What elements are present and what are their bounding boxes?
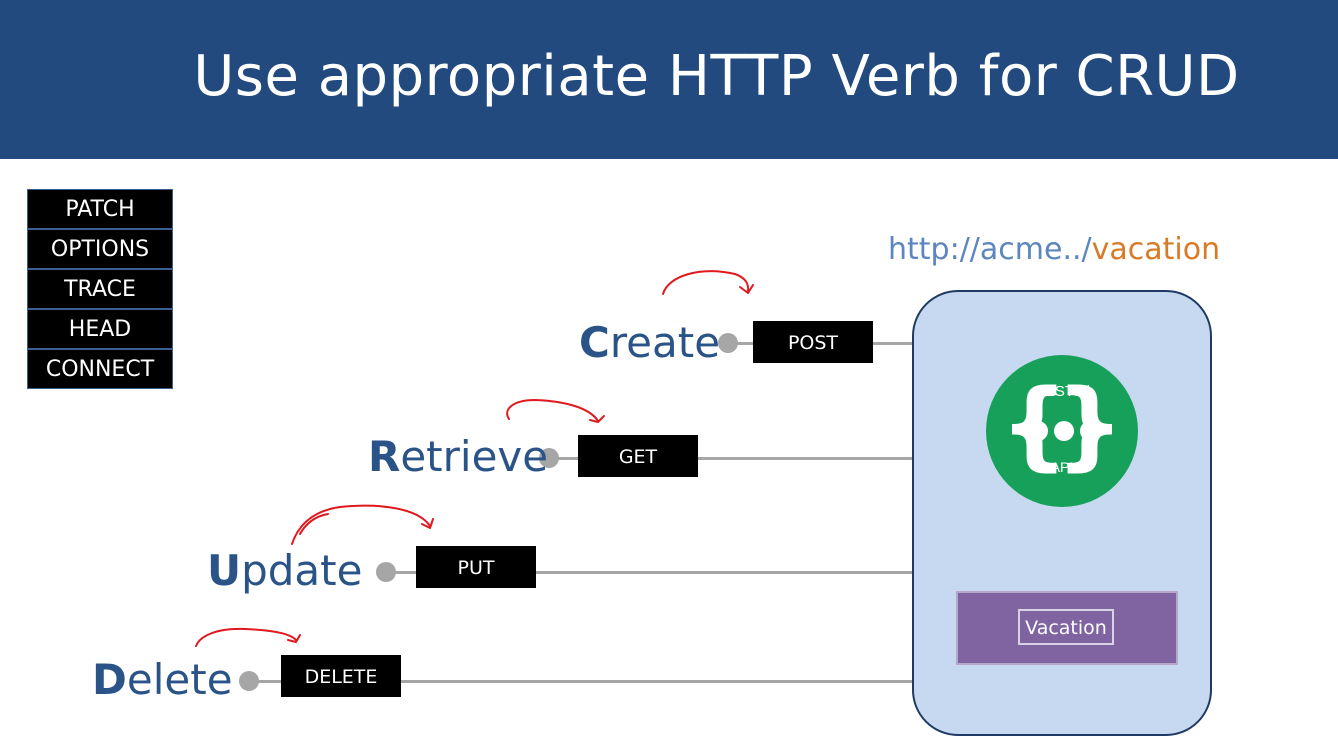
delete-arrow (195, 627, 297, 647)
slide-title: Use appropriate HTTP Verb for CRUD (193, 44, 1240, 109)
create-arrowhead (739, 284, 754, 294)
delete-knob (239, 671, 259, 691)
restful-api-icon: { } RESTful API (986, 355, 1138, 507)
op-delete: Delete (92, 655, 233, 704)
url-base: http://acme../ (888, 232, 1092, 267)
create-arrow (662, 270, 750, 295)
vacation-resource-label: Vacation (1018, 609, 1114, 645)
update-arrow-extra (299, 513, 329, 535)
update-arrow (291, 504, 431, 545)
verb-post: POST (753, 321, 873, 363)
delete-connector (249, 680, 914, 683)
retrieve-connector (549, 457, 914, 460)
op-create: Create (579, 318, 721, 367)
verb-get: GET (578, 435, 698, 477)
verb-put: PUT (416, 546, 536, 588)
restful-label: RESTful (1034, 383, 1090, 400)
ellipsis-icon (1028, 421, 1100, 441)
update-knob (376, 562, 396, 582)
update-arrowhead (421, 518, 434, 529)
verb-trace: TRACE (28, 270, 172, 308)
retrieve-arrow (506, 399, 599, 422)
op-retrieve: Retrieve (368, 432, 549, 481)
retrieve-knob (539, 448, 559, 468)
update-connector (386, 571, 914, 574)
op-update: Update (207, 546, 363, 595)
other-verbs-list: PATCH OPTIONS TRACE HEAD CONNECT (28, 190, 172, 390)
create-knob (718, 333, 738, 353)
verb-connect: CONNECT (28, 350, 172, 388)
delete-arrowhead (287, 634, 301, 643)
verb-patch: PATCH (28, 190, 172, 228)
verb-head: HEAD (28, 310, 172, 348)
resource-url: http://acme../vacation (888, 232, 1220, 267)
verb-options: OPTIONS (28, 230, 172, 268)
verb-delete: DELETE (281, 655, 401, 697)
title-banner: Use appropriate HTTP Verb for CRUD (0, 0, 1338, 159)
url-resource: vacation (1091, 232, 1221, 267)
retrieve-arrowhead (589, 415, 605, 423)
api-label: API (1050, 459, 1074, 475)
